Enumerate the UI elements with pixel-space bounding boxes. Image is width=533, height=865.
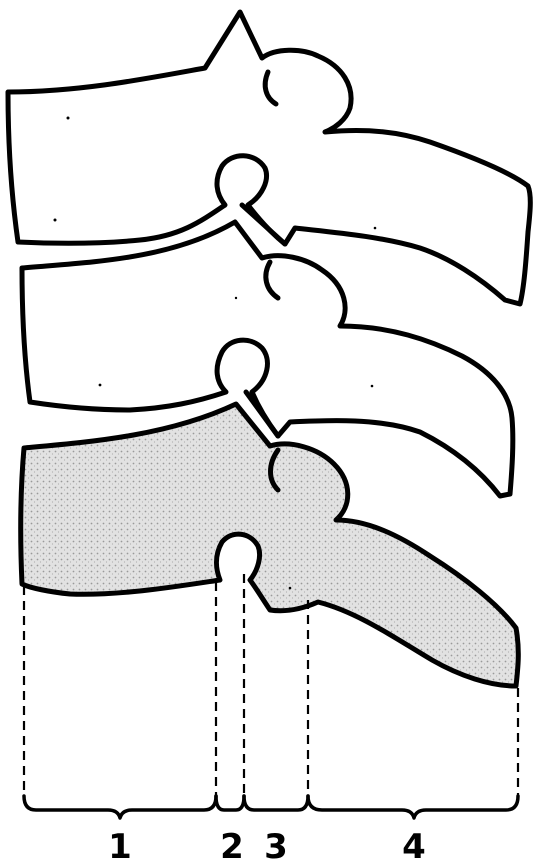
speck bbox=[99, 384, 102, 387]
segment-label-4: 4 bbox=[402, 827, 426, 865]
segment-label-2: 2 bbox=[220, 827, 244, 865]
speck bbox=[289, 587, 292, 590]
bracket-4 bbox=[308, 796, 518, 818]
vertebra-top-pedicle-arc bbox=[265, 72, 276, 104]
speck bbox=[67, 117, 70, 120]
segment-label-1: 1 bbox=[108, 827, 132, 865]
speck bbox=[374, 227, 377, 230]
segment-labels: 1 2 3 4 bbox=[108, 827, 426, 865]
speck bbox=[235, 297, 237, 299]
speck bbox=[371, 385, 374, 388]
bracket-3 bbox=[244, 796, 308, 810]
bracket-2 bbox=[216, 796, 244, 810]
vertebra-middle-pedicle-arc bbox=[266, 262, 278, 298]
bracket-1 bbox=[24, 796, 216, 818]
segment-label-3: 3 bbox=[264, 827, 288, 865]
segment-brackets bbox=[24, 796, 518, 818]
speck bbox=[54, 219, 57, 222]
